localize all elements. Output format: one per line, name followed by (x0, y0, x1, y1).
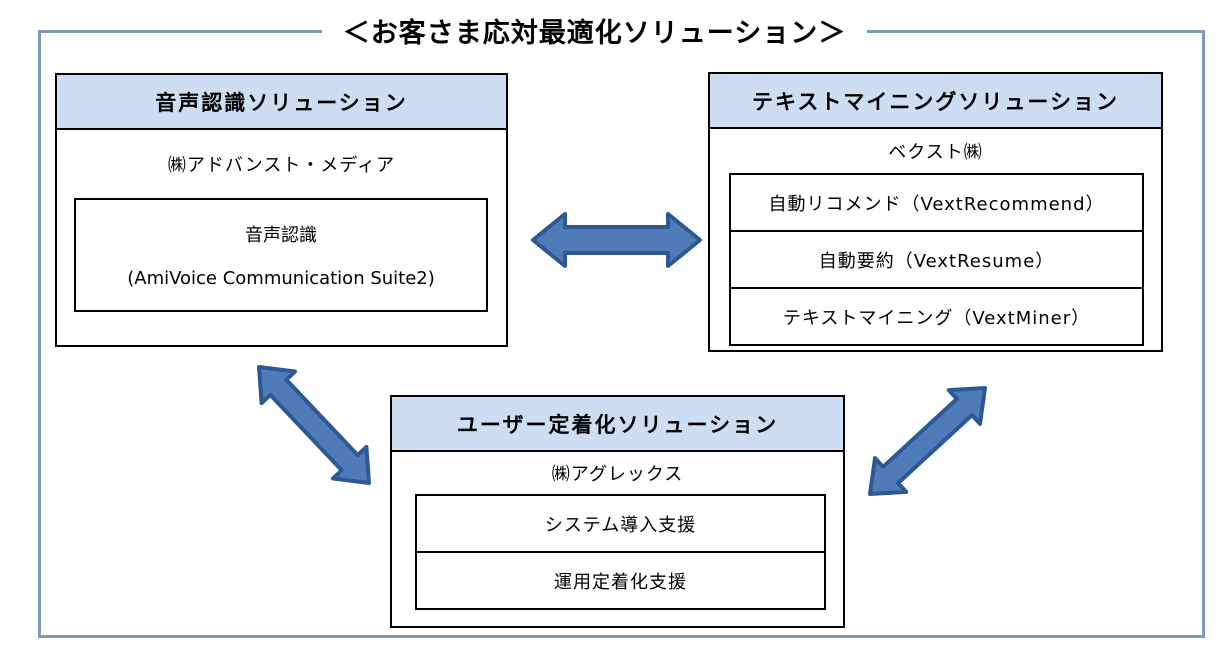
voice-product-box: 音声認識 (AmiVoice Communication Suite2) (74, 198, 488, 312)
user-adoption-solution-box: ユーザー定着化ソリューション ㈱アグレックス システム導入支援 運用定着化支援 (390, 395, 845, 628)
text-mining-product-list: 自動リコメンド（VextRecommend） 自動要約（VextResume） … (729, 173, 1144, 346)
text-mining-product-recommend: 自動リコメンド（VextRecommend） (729, 173, 1144, 232)
voice-product-detail: (AmiVoice Communication Suite2) (127, 268, 435, 289)
user-adoption-service-install: システム導入支援 (415, 494, 826, 553)
text-mining-product-resume: 自動要約（VextResume） (729, 230, 1144, 289)
diagram-title: ＜お客さま応対最適化ソリューション＞ (322, 7, 867, 53)
user-adoption-service-list: システム導入支援 運用定着化支援 (415, 494, 826, 610)
text-mining-solution-company: ベクスト㈱ (888, 142, 983, 163)
text-mining-solution-box: テキストマイニングソリューション ベクスト㈱ 自動リコメンド（VextRecom… (708, 72, 1163, 352)
voice-solution-company: ㈱アドバンスト・メディア (167, 155, 396, 176)
voice-product-name: 音声認識 (245, 225, 317, 246)
voice-recognition-solution-box: 音声認識ソリューション ㈱アドバンスト・メディア 音声認識 (AmiVoice … (55, 73, 508, 347)
user-adoption-service-operation: 運用定着化支援 (415, 551, 826, 610)
user-adoption-solution-header: ユーザー定着化ソリューション (392, 397, 843, 452)
text-mining-solution-header: テキストマイニングソリューション (710, 74, 1161, 129)
user-adoption-solution-company: ㈱アグレックス (551, 464, 684, 485)
text-mining-product-miner: テキストマイニング（VextMiner） (729, 287, 1144, 346)
voice-solution-header: 音声認識ソリューション (57, 75, 506, 130)
